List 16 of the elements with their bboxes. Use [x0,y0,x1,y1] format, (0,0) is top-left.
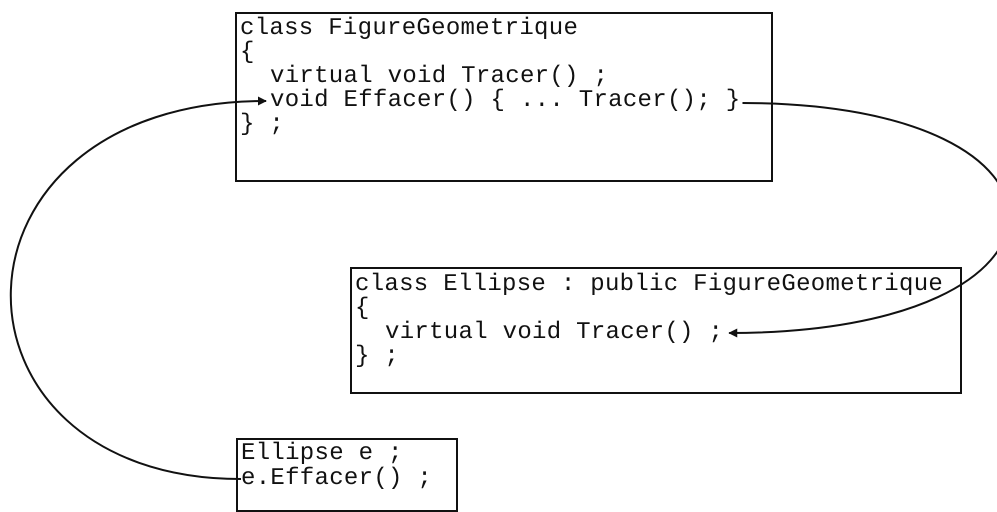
code-line: } ; [240,113,284,137]
code-line: virtual void Tracer() ; [385,321,724,345]
code-line: class FigureGeometrique [240,17,578,41]
code-box [235,12,773,182]
code-line: virtual void Tracer() ; [270,65,608,89]
code-line: class Ellipse : public FigureGeometrique [355,273,944,297]
arrow [10,97,267,480]
code-line: } ; [355,345,400,369]
arrow [728,102,997,338]
code-line: { [240,41,255,65]
code-line: void Effacer() { ... Tracer(); } [270,89,740,113]
code-line: { [355,297,370,321]
code-box [350,267,962,394]
code-box [236,438,458,512]
code-line: e.Effacer() ; [241,467,432,491]
code-line: Ellipse e ; [241,442,403,466]
